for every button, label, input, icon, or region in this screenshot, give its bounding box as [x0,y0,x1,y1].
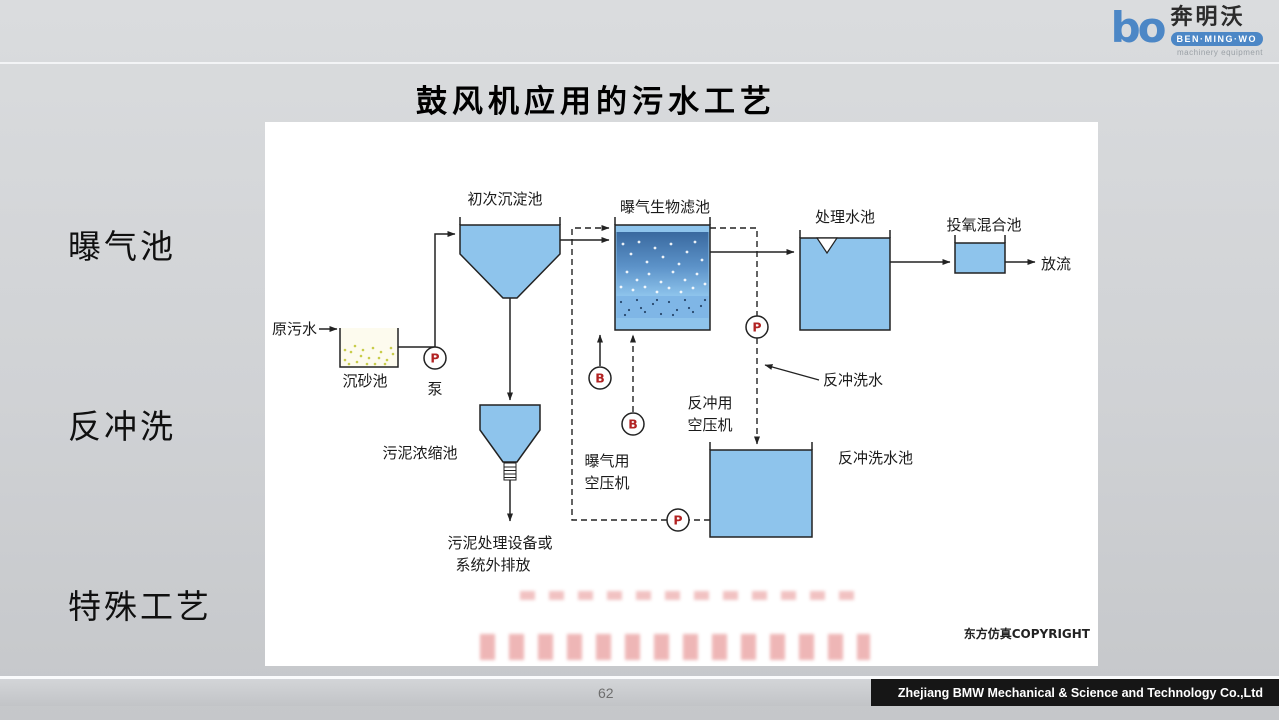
label-discharge: 放流 [1041,255,1071,273]
label-primary-sedimentation: 初次沉淀池 [467,190,542,208]
slide-title: 鼓风机应用的污水工艺 [416,84,776,120]
pump-letter: P [673,513,682,528]
logo-mark-icon: bo [1110,3,1167,52]
footer-bar: 62 Zhejiang BMW Mechanical & Science and… [0,679,1279,706]
biofilter-water-layer [616,232,709,296]
label-aeration-compressor-1: 曝气用 [584,452,629,470]
process-diagram-panel: P B B P P 初次沉淀池 曝气生物滤池 处理水池 投氧混合池 放流 原污水… [265,122,1098,666]
grit-sand-dots [343,344,395,366]
pump-letter: P [430,351,439,366]
backwash-water-tank [709,449,813,538]
red-watermark-fragments [480,634,870,660]
primary-sedimentation-tank [459,224,561,299]
weir-notch [815,237,839,255]
red-watermark-fragments [520,591,860,600]
side-label-special-process: 特殊工艺 [68,587,212,626]
blower-symbol [588,366,612,390]
air-bubbles [619,240,707,294]
logo-text-block: 奔明沃 BEN·MING·WO machinery equipment [1170,5,1263,57]
label-pump: 泵 [427,380,442,398]
side-label-backwash: 反冲洗 [68,407,176,446]
backwash-drain-line [710,227,758,316]
label-aerated-biofilter: 曝气生物滤池 [620,198,710,216]
dashed-lines [571,225,760,521]
biofilter-media-layer [616,296,709,318]
footer-company-name: Zhejiang BMW Mechanical & Science and Te… [871,679,1279,706]
company-logo: bo 奔明沃 BEN·MING·WO machinery equipment [1111,5,1263,57]
label-sludge-thickener: 污泥浓缩池 [382,444,457,462]
logo-company-name: 奔明沃 [1170,5,1246,30]
pump-letter: P [752,320,761,335]
pump-symbol [666,508,690,532]
sludge-thickener-tank [479,404,541,463]
pump-symbol [745,315,769,339]
label-backwash-compressor-2: 空压机 [687,416,732,434]
label-backwash-water: 反冲洗水 [823,371,883,389]
flow-lines [319,231,1036,522]
diagram-copyright: 东方仿真COPYRIGHT [964,626,1091,641]
blower-letter: B [628,417,638,432]
label-backwash-tank: 反冲洗水池 [838,449,913,467]
header-divider [0,62,1279,64]
logo-badge: BEN·MING·WO [1170,32,1263,46]
tank-wall-stubs [459,217,1006,450]
blower-symbol [621,412,645,436]
label-grit-chamber: 沉砂池 [342,372,387,390]
label-sludge-disposal-2: 系统外排放 [455,556,530,574]
label-aeration-compressor-2: 空压机 [584,474,629,492]
backwash-water-pointer [764,364,820,381]
side-label-aeration: 曝气池 [68,227,176,266]
pump-symbol [423,346,447,370]
oxygen-mixing-tank [954,242,1006,274]
grit-chamber-tank [339,328,399,368]
logo-tagline: machinery equipment [1177,48,1263,57]
backwash-supply-line [571,225,667,521]
tanks [339,224,1006,538]
process-flow-diagram: P B B P P 初次沉淀池 曝气生物滤池 处理水池 投氧混合池 放流 原污水… [272,190,1091,641]
equipment-symbols [423,315,769,532]
label-treated-water-tank: 处理水池 [815,208,875,226]
label-backwash-compressor-1: 反冲用 [687,394,732,412]
footer-divider [0,676,1279,679]
page-number: 62 [598,684,614,701]
treated-water-tank [799,237,891,331]
blower-letter: B [595,371,605,386]
label-oxygen-mixing-tank: 投氧混合池 [946,216,1021,234]
label-raw-sewage: 原污水 [272,320,317,338]
hatch-lines [504,466,516,478]
filter-media-speckles [619,298,707,317]
label-sludge-disposal-1: 污泥处理设备或 [447,534,552,552]
